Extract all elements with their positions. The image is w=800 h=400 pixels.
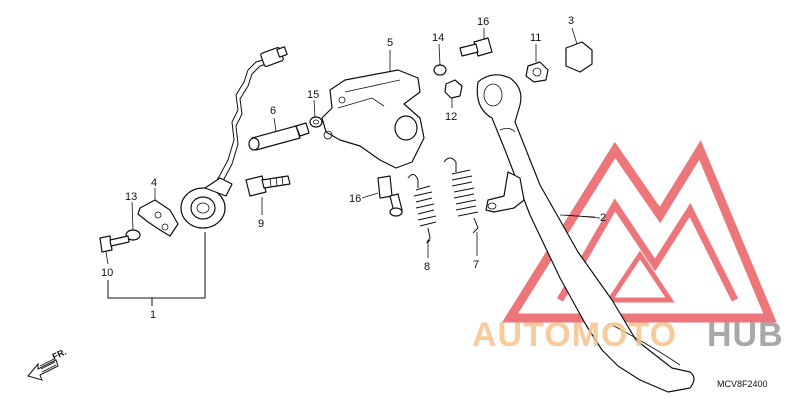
callout-10: 10 — [101, 267, 113, 279]
spring-inner — [407, 174, 437, 244]
callout-6: 6 — [270, 105, 276, 117]
callout-16-top: 16 — [477, 16, 489, 28]
leader-15 — [313, 99, 316, 118]
callout-5: 5 — [387, 37, 393, 49]
nut-11 — [525, 61, 549, 83]
callout-8: 8 — [424, 261, 430, 273]
leader-3 — [571, 27, 578, 45]
leader-16b — [361, 192, 379, 199]
washer-15 — [309, 116, 323, 128]
bolt-16-lower — [377, 175, 403, 217]
callout-16-lower: 16 — [349, 193, 361, 205]
leader-10 — [105, 251, 109, 265]
spring-outer — [443, 157, 479, 234]
leader-13 — [131, 201, 134, 231]
pivot-bolt — [245, 175, 291, 197]
stand-bracket — [321, 69, 425, 169]
callout-3: 3 — [568, 15, 574, 27]
front-direction-indicator: FR. — [27, 347, 68, 381]
callout-4: 4 — [151, 177, 157, 189]
nut — [444, 79, 463, 99]
side-stand — [476, 74, 695, 393]
bolt-16-top — [459, 37, 493, 57]
callout-14: 14 — [432, 32, 444, 44]
leader-14 — [438, 43, 441, 66]
pin — [248, 122, 310, 151]
watermark-text: AUTOMOTO HUB — [472, 316, 784, 354]
side-stand-switch — [180, 46, 288, 229]
callout-12: 12 — [445, 111, 457, 123]
diagram-code: MCV8F2400 — [717, 379, 768, 389]
callout-2: 2 — [600, 212, 606, 224]
leader-6 — [273, 117, 277, 132]
callout-1: 1 — [150, 309, 156, 321]
watermark-logo — [501, 140, 777, 323]
callout-11: 11 — [530, 32, 541, 44]
callout-13: 13 — [125, 191, 137, 203]
callout-7: 7 — [473, 259, 479, 271]
leader-2 — [559, 214, 596, 218]
callout-15: 15 — [307, 89, 319, 101]
watermark-text-automoto: AUTOMOTO — [472, 316, 677, 354]
watermark-text-hub: HUB — [707, 316, 784, 354]
washer-14 — [433, 64, 447, 76]
group-bracket — [107, 232, 206, 299]
switch-plate — [137, 199, 179, 237]
bolt — [99, 235, 130, 253]
front-label: FR. — [51, 347, 68, 362]
cap — [565, 41, 593, 73]
callout-9: 9 — [258, 218, 264, 230]
